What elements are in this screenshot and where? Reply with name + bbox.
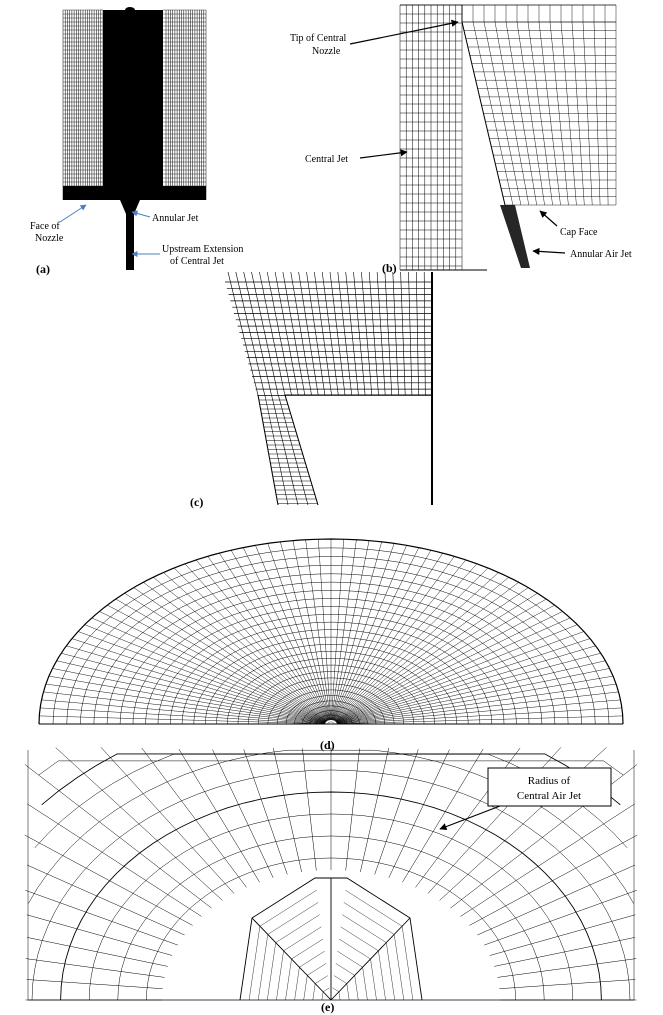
panel-e-label: (e) — [321, 1000, 334, 1014]
panel-d-mesh — [38, 538, 624, 725]
panel-b-label: (b) — [382, 261, 397, 275]
tip-arrow — [349, 19, 459, 45]
radius-label-1: Radius of — [528, 775, 571, 787]
panel-b-mesh — [399, 4, 617, 270]
panel-a-upstream-extension — [126, 200, 134, 270]
panel-a-nozzle-band — [63, 186, 206, 200]
panel-c-label: (c) — [190, 495, 203, 509]
panel-a-dense-core — [103, 10, 163, 200]
panel-a-label: (a) — [36, 262, 50, 276]
annular-jet-arrow — [131, 210, 151, 218]
tip-label-2: Nozzle — [312, 46, 341, 57]
face-of-nozzle-label-2: Nozzle — [35, 233, 64, 244]
face-of-nozzle-label-1: Face of — [30, 221, 60, 232]
panel-d: (d) — [38, 538, 624, 752]
panel-e-mesh — [24, 747, 638, 1001]
annular-air-jet-label: Annular Air Jet — [570, 249, 632, 260]
panel-a-top-cap — [125, 7, 135, 13]
upstream-extension-label-2: of Central Jet — [170, 256, 224, 267]
panel-a-mesh — [62, 9, 207, 200]
radius-label-box — [487, 767, 612, 807]
panel-b-annular-jet — [500, 205, 530, 268]
radius-label-2: Central Air Jet — [517, 790, 581, 802]
face-of-nozzle-arrow — [59, 204, 87, 223]
annular-air-jet-arrow — [532, 247, 566, 255]
tip-label-1: Tip of Central — [290, 33, 347, 44]
panel-e: Radius of Central Air Jet (e) — [24, 747, 638, 1014]
central-jet-label: Central Jet — [305, 154, 348, 165]
panel-b: Tip of Central Nozzle Central Jet Cap Fa… — [290, 4, 632, 275]
panel-a: Face of Nozzle Annular Jet Upstream Exte… — [30, 7, 243, 276]
radius-arrow — [439, 805, 501, 831]
cap-face-label: Cap Face — [560, 227, 598, 238]
panel-d-label: (d) — [320, 738, 335, 752]
panel-c-mesh — [225, 271, 433, 506]
upstream-extension-label-1: Upstream Extension — [162, 244, 243, 255]
central-jet-arrow — [359, 149, 408, 159]
cap-face-arrow — [539, 210, 558, 227]
panel-a-annular-jet-shape — [120, 200, 140, 214]
annular-jet-label: Annular Jet — [152, 213, 199, 224]
panel-c: (c) — [190, 271, 433, 509]
